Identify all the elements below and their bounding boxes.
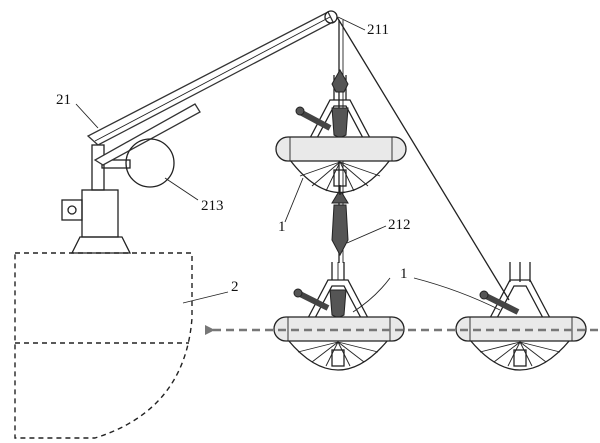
- crane: [61, 11, 334, 254]
- leader-lines: [75, 16, 501, 313]
- ship-hull: [14, 252, 193, 439]
- label-device-floating: 1: [400, 266, 408, 282]
- label-pulley: 211: [367, 22, 389, 38]
- hook: [331, 185, 349, 257]
- device-floating-left: [273, 262, 405, 371]
- label-hook: 212: [388, 217, 411, 233]
- winch-drum: [125, 138, 175, 188]
- device-floating-right: [455, 262, 587, 371]
- device-suspended: [275, 68, 407, 194]
- label-device-suspended: 1: [278, 219, 286, 235]
- label-winch: 213: [201, 198, 224, 214]
- label-hull: 2: [231, 279, 239, 295]
- label-crane: 21: [56, 92, 71, 108]
